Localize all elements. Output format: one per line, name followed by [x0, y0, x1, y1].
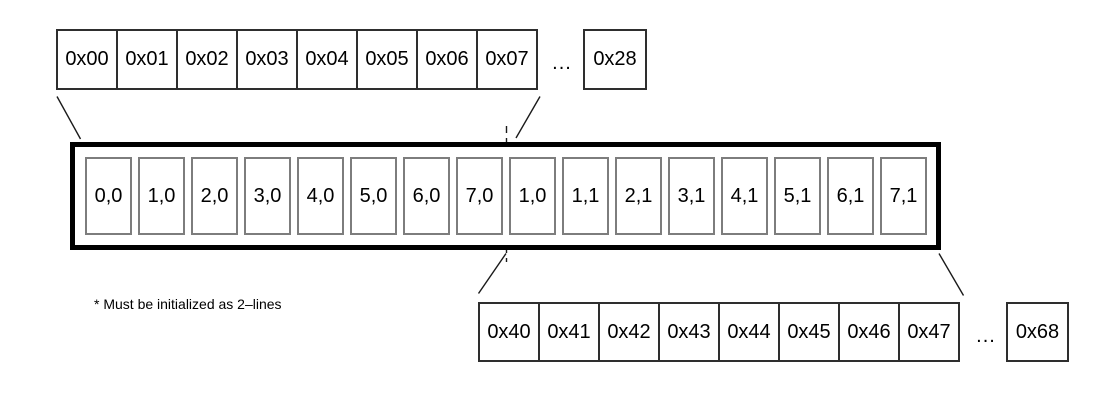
address-cell: 0x00 [56, 29, 118, 90]
display-cell: 1,0 [509, 157, 556, 235]
connector-top-right-line [515, 96, 541, 139]
connector-bottom-right-line [938, 253, 965, 296]
address-cell: 0x44 [718, 302, 780, 362]
address-row-line1: 0x00 0x01 0x02 0x03 0x04 0x05 0x06 0x07 [56, 29, 538, 90]
display-cell: 6,1 [827, 157, 874, 235]
connector-bottom-left-line [477, 253, 507, 294]
connector-top-left-line [56, 96, 82, 140]
address-cell: 0x41 [538, 302, 600, 362]
address-cell-last: 0x68 [1006, 302, 1069, 362]
display-cell: 3,0 [244, 157, 291, 235]
display-cell: 5,0 [350, 157, 397, 235]
address-cell: 0x05 [356, 29, 418, 90]
display-memory-frame: 0,0 1,0 2,0 3,0 4,0 5,0 6,0 7,0 1,0 1,1 … [70, 142, 941, 250]
address-cell: 0x47 [898, 302, 960, 362]
address-cell: 0x43 [658, 302, 720, 362]
display-cell: 4,1 [721, 157, 768, 235]
display-cell: 2,1 [615, 157, 662, 235]
address-cell: 0x40 [478, 302, 540, 362]
address-cell-last: 0x28 [583, 29, 647, 90]
footnote: * Must be initialized as 2–lines [94, 296, 282, 312]
address-cell: 0x42 [598, 302, 660, 362]
display-cell: 6,0 [403, 157, 450, 235]
address-cell: 0x02 [176, 29, 238, 90]
display-cell: 7,1 [880, 157, 927, 235]
display-cell: 2,0 [191, 157, 238, 235]
display-cell: 3,1 [668, 157, 715, 235]
display-cell: 4,0 [297, 157, 344, 235]
ellipsis: ... [552, 52, 572, 74]
display-cell: 7,0 [456, 157, 503, 235]
address-cell: 0x45 [778, 302, 840, 362]
display-cell: 0,0 [85, 157, 132, 235]
address-cell: 0x01 [116, 29, 178, 90]
address-cell: 0x07 [476, 29, 538, 90]
address-cell: 0x46 [838, 302, 900, 362]
display-cell: 5,1 [774, 157, 821, 235]
address-cell: 0x03 [236, 29, 298, 90]
ellipsis: ... [976, 324, 996, 347]
address-cell: 0x04 [296, 29, 358, 90]
display-cell: 1,0 [138, 157, 185, 235]
address-row-line2: 0x40 0x41 0x42 0x43 0x44 0x45 0x46 0x47 [478, 302, 960, 362]
address-cell: 0x06 [416, 29, 478, 90]
display-cell: 1,1 [562, 157, 609, 235]
